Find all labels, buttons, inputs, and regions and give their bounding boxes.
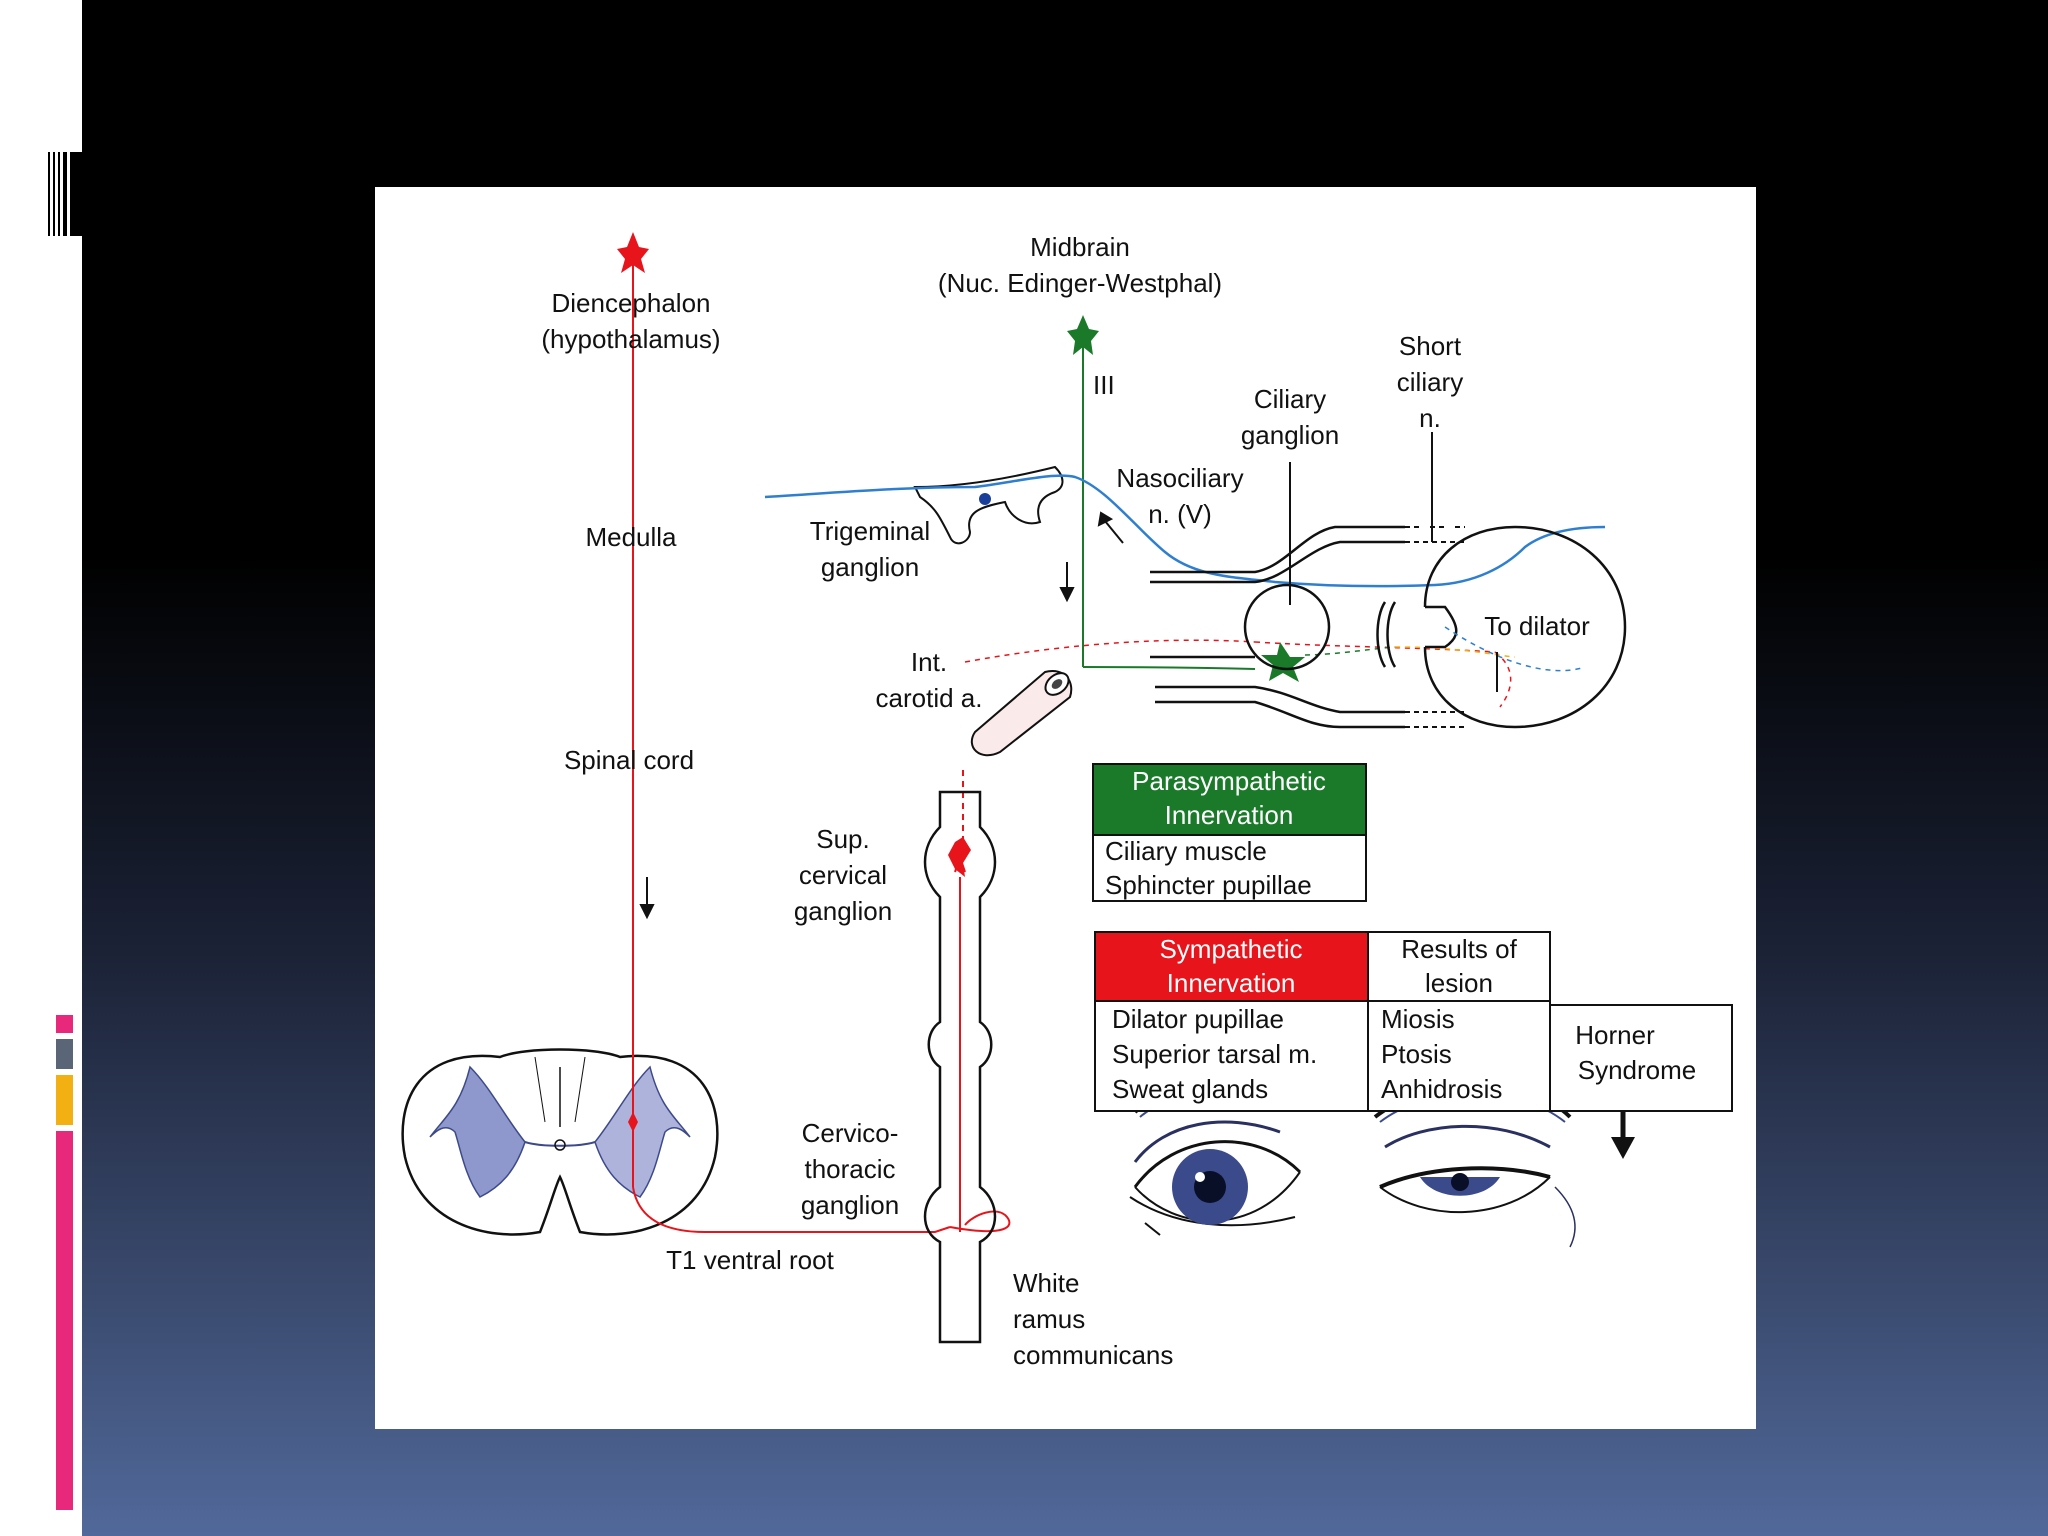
label-ciliary-ganglion: Ciliary xyxy=(1254,384,1326,414)
horner-line1: Horner xyxy=(1575,1020,1655,1050)
results-item: Ptosis xyxy=(1381,1039,1452,1069)
label-short-ciliary: ciliary xyxy=(1397,367,1463,397)
results-item: Anhidrosis xyxy=(1381,1074,1502,1104)
horner-line2: Syndrome xyxy=(1578,1055,1697,1085)
accent-gold-block xyxy=(56,1075,73,1125)
parasympathetic-pathway xyxy=(1067,315,1516,682)
sympathetic-chain xyxy=(923,790,997,1344)
sympathetic-item: Superior tarsal m. xyxy=(1112,1039,1317,1069)
label-to-dilator: To dilator xyxy=(1484,611,1590,641)
label-nasociliary: n. (V) xyxy=(1148,499,1212,529)
label-short-ciliary: Short xyxy=(1399,331,1462,361)
sympathetic-header-line1: Sympathetic xyxy=(1159,934,1302,964)
spinal-cord-cross-section xyxy=(401,1048,719,1236)
label-short-ciliary: n. xyxy=(1419,403,1441,433)
label-cn3: III xyxy=(1093,370,1115,400)
label-midbrain: Midbrain xyxy=(1030,232,1130,262)
label-medulla: Medulla xyxy=(585,522,677,552)
sympathetic-table: Sympathetic Innervation Results of lesio… xyxy=(1094,931,1733,1112)
label-sup-cervical-ganglion: ganglion xyxy=(794,896,892,926)
label-sup-cervical-ganglion: cervical xyxy=(799,860,887,890)
label-cervicothoracic-ganglion: Cervico- xyxy=(802,1118,899,1148)
label-nuc-ew: (Nuc. Edinger-Westphal) xyxy=(938,268,1222,298)
sympathetic-pathway xyxy=(617,232,1512,1233)
sympathetic-item: Sweat glands xyxy=(1112,1074,1268,1104)
label-sup-cervical-ganglion: Sup. xyxy=(816,824,870,854)
eyeball xyxy=(1423,525,1627,729)
ciliary-ganglion-neuron-icon xyxy=(1261,642,1305,682)
parasympathetic-table: Parasympathetic Innervation Ciliary musc… xyxy=(1092,763,1367,902)
label-diencephalon: Diencephalon xyxy=(551,288,710,318)
parasympathetic-header-line1: Parasympathetic xyxy=(1132,766,1326,796)
results-header-line1: Results of xyxy=(1401,934,1517,964)
internal-carotid-artery xyxy=(970,670,1073,757)
accent-pink-bar xyxy=(56,1131,73,1510)
horner-pathway-diagram: Parasympathetic Innervation Ciliary musc… xyxy=(375,187,1756,1429)
accent-slate-block xyxy=(56,1039,73,1069)
label-cervicothoracic-ganglion: thoracic xyxy=(804,1154,895,1184)
ciliary-nerve-trunk xyxy=(1150,432,1465,729)
label-white-ramus: ramus xyxy=(1013,1304,1085,1334)
label-nasociliary: Nasociliary xyxy=(1116,463,1243,493)
parasympathetic-item: Sphincter pupillae xyxy=(1105,870,1312,900)
results-header-line2: lesion xyxy=(1425,968,1493,998)
parasympathetic-header-line2: Innervation xyxy=(1165,800,1294,830)
diagram-labels: Diencephalon (hypothalamus) Medulla Spin… xyxy=(541,232,1590,1370)
label-white-ramus: communicans xyxy=(1013,1340,1173,1370)
label-ciliary-ganglion: ganglion xyxy=(1241,420,1339,450)
label-trigeminal-ganglion: Trigeminal xyxy=(810,516,930,546)
label-cervicothoracic-ganglion: ganglion xyxy=(801,1190,899,1220)
label-t1-ventral-root: T1 ventral root xyxy=(666,1245,834,1275)
label-hypothalamus: (hypothalamus) xyxy=(541,324,720,354)
diencephalon-neuron-icon xyxy=(617,232,649,273)
label-trigeminal-ganglion: ganglion xyxy=(821,552,919,582)
label-spinal-cord: Spinal cord xyxy=(564,745,694,775)
accent-color-strip xyxy=(56,1015,73,1510)
sympathetic-header-line2: Innervation xyxy=(1167,968,1296,998)
midbrain-neuron-icon xyxy=(1067,315,1099,355)
sup-cervical-neuron-icon xyxy=(948,837,971,877)
parasympathetic-item: Ciliary muscle xyxy=(1105,836,1267,866)
results-item: Miosis xyxy=(1381,1004,1455,1034)
ciliary-ganglion-circle xyxy=(1243,583,1331,671)
sympathetic-item: Dilator pupillae xyxy=(1112,1004,1284,1034)
accent-pink-top xyxy=(56,1015,73,1033)
label-int-carotid: carotid a. xyxy=(876,683,983,713)
label-white-ramus: White xyxy=(1013,1268,1079,1298)
label-int-carotid: Int. xyxy=(911,647,947,677)
direction-arrows xyxy=(639,511,1161,1236)
vertical-bars-icon xyxy=(48,152,82,236)
